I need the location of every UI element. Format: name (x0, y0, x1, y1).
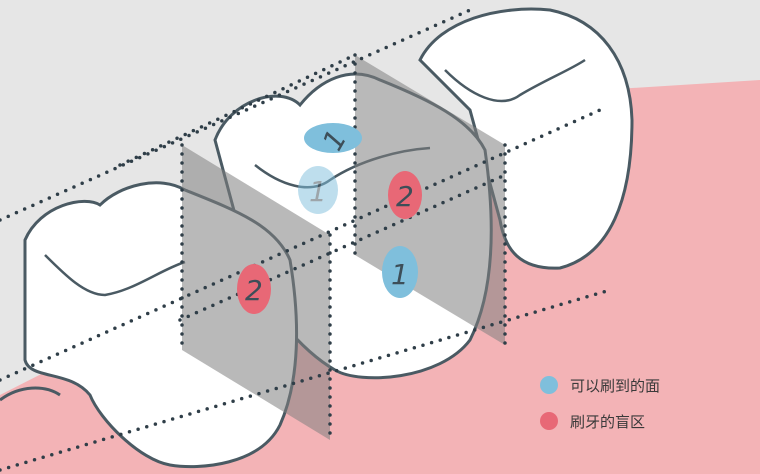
legend-item-brushable: 可以刷到的面 (540, 374, 660, 396)
legend: 可以刷到的面 刷牙的盲区 (540, 374, 660, 446)
surface-number: 1 (309, 175, 327, 208)
surface-number: 2 (396, 180, 414, 213)
legend-label: 可以刷到的面 (570, 375, 660, 396)
surface-mark-middle-lower: 1 (382, 246, 418, 298)
legend-item-blind-spot: 刷牙的盲区 (540, 410, 660, 432)
brushable-dot-icon (540, 376, 558, 394)
blind-spot-dot-icon (540, 412, 558, 430)
surface-number: 2 (245, 274, 263, 307)
surface-mark-left-side: 2 (237, 264, 271, 314)
surface-mark-front-faded: 1 (298, 166, 338, 214)
legend-label: 刷牙的盲区 (570, 411, 645, 432)
surface-mark-middle-upper: 2 (388, 171, 422, 219)
surface-number: 1 (391, 258, 409, 291)
